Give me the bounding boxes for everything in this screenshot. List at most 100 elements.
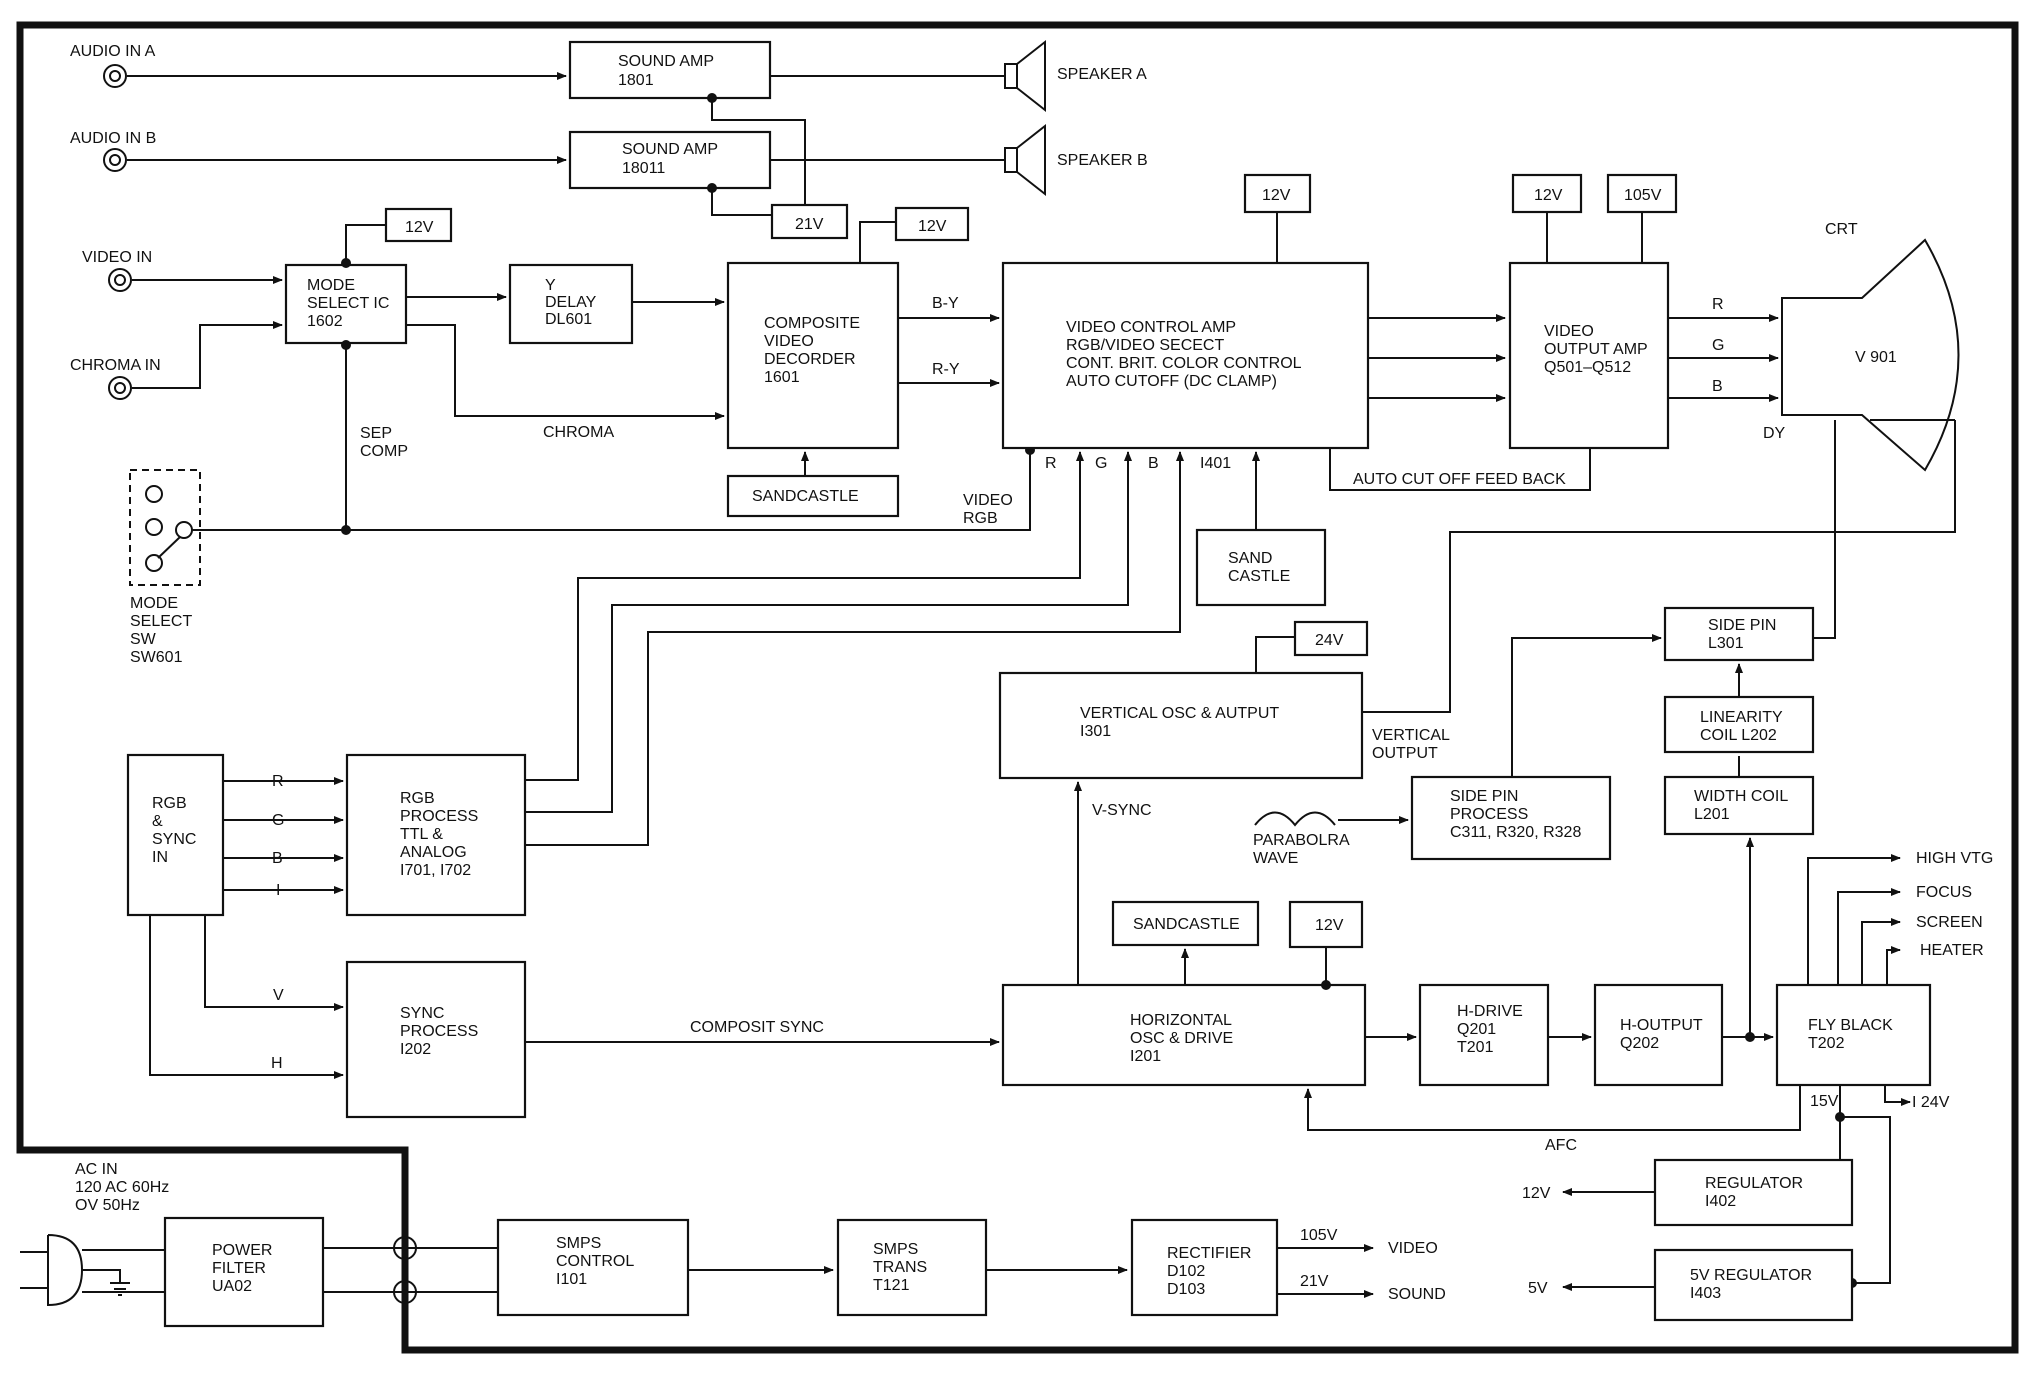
heater-label: HEATER <box>1920 942 1984 959</box>
supply-105v-label: 105V <box>1624 187 1662 204</box>
wire-high-vtg <box>1807 854 1901 985</box>
composit-sync-label: COMPOSIT SYNC <box>690 1019 824 1036</box>
wire-15v-5vreg <box>1840 1116 1891 1284</box>
v-sync-label: V-SYNC <box>1092 802 1152 819</box>
fly-black-block <box>1775 983 1932 1087</box>
wire-24v-vosc <box>1255 636 1295 673</box>
wire-24v-out <box>1884 1085 1911 1106</box>
sync-process-block <box>345 960 527 1119</box>
side-pin-l301-block <box>1663 606 1815 662</box>
switch-contact <box>145 518 163 536</box>
wire-rgb-to-r-port <box>525 451 1084 781</box>
mode-select-switch <box>129 469 201 586</box>
supply-12v-mode-box <box>384 207 453 243</box>
wire-12v-decoder <box>859 221 896 263</box>
supply-105v-box <box>1606 173 1678 214</box>
smps-trans-block <box>836 1218 988 1317</box>
regulator-block <box>1653 1158 1854 1227</box>
supply-12v-label: 12V <box>405 219 434 236</box>
afc-label: AFC <box>1545 1137 1577 1154</box>
wire-rgb-to-b-port <box>525 451 1184 846</box>
crt-b-label: B <box>1712 378 1723 395</box>
sig-h-label: H <box>271 1055 283 1072</box>
supply-24v-label: 24V <box>1315 632 1344 649</box>
speaker-b-label: SPEAKER B <box>1057 152 1148 169</box>
b-y-label: B-Y <box>932 295 959 312</box>
port-r-label: R <box>1045 455 1057 472</box>
sound-amp-a-block <box>568 40 772 100</box>
crt-r-label: R <box>1712 296 1724 313</box>
sound-out-label: SOUND <box>1388 1286 1446 1303</box>
wire-chroma <box>406 324 725 420</box>
composite-decoder-block <box>726 261 900 450</box>
wire-afc <box>1304 1085 1801 1131</box>
chassis-border <box>16 21 2019 1354</box>
port-i401-label: I401 <box>1200 455 1231 472</box>
supply-5v-out-label: 5V <box>1528 1280 1548 1297</box>
power-filter-block <box>163 1216 325 1328</box>
rgb-process-block <box>345 753 527 917</box>
jack-audio-in-a <box>103 64 127 88</box>
wire-heater <box>1886 946 1901 985</box>
sig-g-label: G <box>272 812 284 829</box>
chroma-in-label: CHROMA IN <box>70 357 161 374</box>
video-control-amp-block <box>1001 261 1370 450</box>
jack-chroma-in <box>108 376 132 400</box>
regulator-5v-block <box>1653 1248 1854 1322</box>
dy-label: DY <box>1763 425 1786 442</box>
rgb-sync-in-block <box>126 753 225 917</box>
video-in-label: VIDEO IN <box>82 249 152 266</box>
wire-h-sync-in <box>149 915 344 1079</box>
crt-tube <box>1781 238 1960 472</box>
supply-105v-out-label: 105V <box>1300 1227 1338 1244</box>
sig-i-label: I <box>276 882 280 899</box>
horizontal-osc-block <box>1001 983 1367 1087</box>
vertical-osc-block <box>998 671 1364 780</box>
wire-screen <box>1861 918 1901 985</box>
supply-24v-box <box>1293 620 1369 657</box>
sig-r-label: R <box>272 773 284 790</box>
wire-v-sync-in <box>204 915 344 1011</box>
h-drive-block <box>1418 983 1550 1087</box>
switch-contact <box>145 554 163 572</box>
junction-dot <box>1321 980 1331 990</box>
supply-21v-label: 21V <box>795 216 824 233</box>
supply-12v-label: 12V <box>918 218 947 235</box>
wire-focus <box>1837 888 1901 985</box>
smps-control-block <box>496 1218 690 1317</box>
connector-icon <box>393 1236 417 1260</box>
junction-dot <box>341 340 351 350</box>
h-output-block <box>1593 983 1724 1087</box>
sig-b-label: B <box>272 850 283 867</box>
supply-12v-out-label: 12V <box>1522 1185 1551 1202</box>
crt-label: CRT <box>1825 221 1858 238</box>
screen-label: SCREEN <box>1916 914 1983 931</box>
supply-12v-label: 12V <box>1262 187 1291 204</box>
supply-12v-voa-box <box>1511 173 1583 214</box>
audio-in-b-label: AUDIO IN B <box>70 130 156 147</box>
wire-sidepin-process <box>1511 634 1662 777</box>
y-delay-block <box>508 263 634 345</box>
